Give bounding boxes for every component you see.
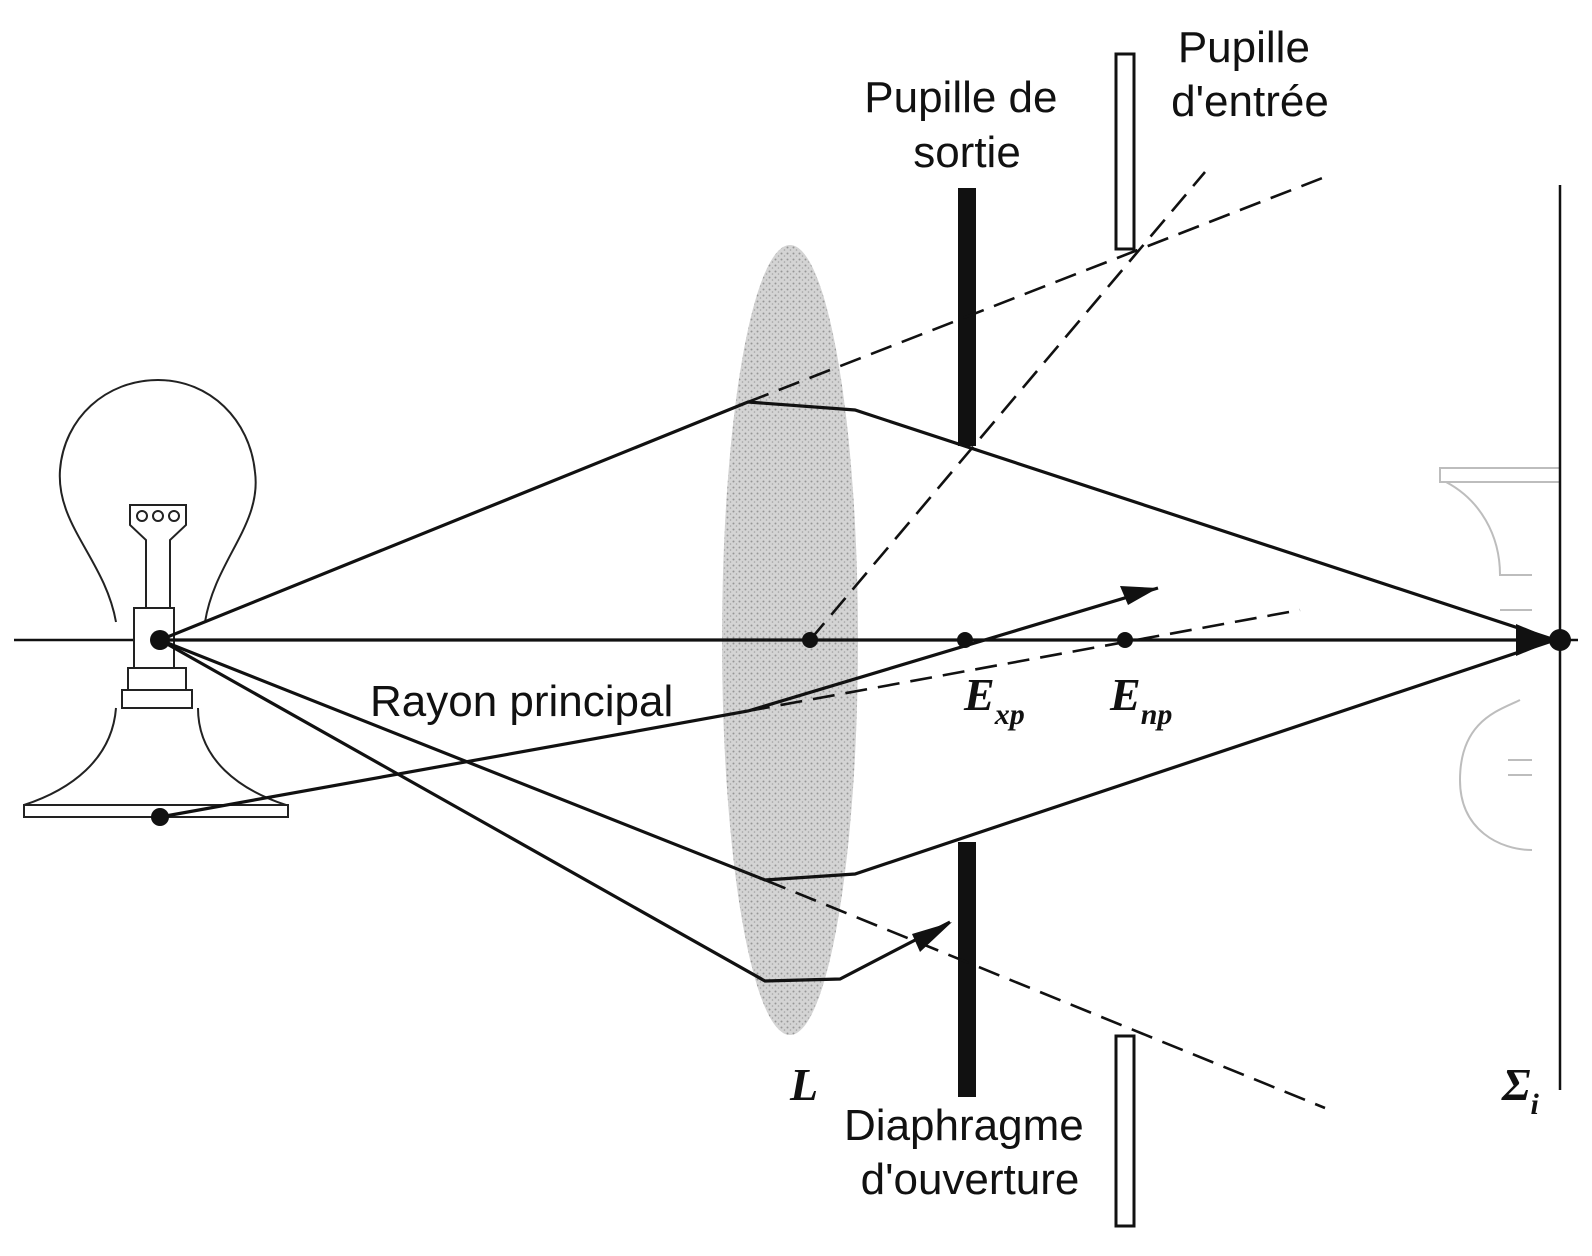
dashed-rays [747,171,1331,1110]
entrance-pupil-top [1114,52,1136,251]
image-plane-label: Σi [1501,1059,1539,1121]
aperture-stop-screen [958,842,976,1097]
aperture-stop-label: Diaphragme d'ouverture [844,1101,1096,1204]
chief-ray-label: Rayon principal [370,677,673,726]
exit-pupil-point [957,632,973,648]
bulb-object-icon [23,378,289,818]
entrance-pupil-bottom [1114,1034,1136,1228]
image-point [1549,629,1571,651]
entrance-pupil-label: Pupille d'entrée [1171,23,1329,126]
object-base-point [151,808,169,826]
lens-center-point [802,632,818,648]
arrowhead-image [1516,624,1555,656]
entrance-point-label: Enp [1109,669,1172,731]
lens-label: L [789,1059,818,1110]
entrance-pupil-point [1117,632,1133,648]
exit-pupil-label: Pupille de sortie [864,73,1070,177]
object-point [150,630,170,650]
bulb-image-icon [1439,467,1561,851]
marginal-rays [159,400,1556,983]
exit-point-label: Exp [963,669,1025,731]
